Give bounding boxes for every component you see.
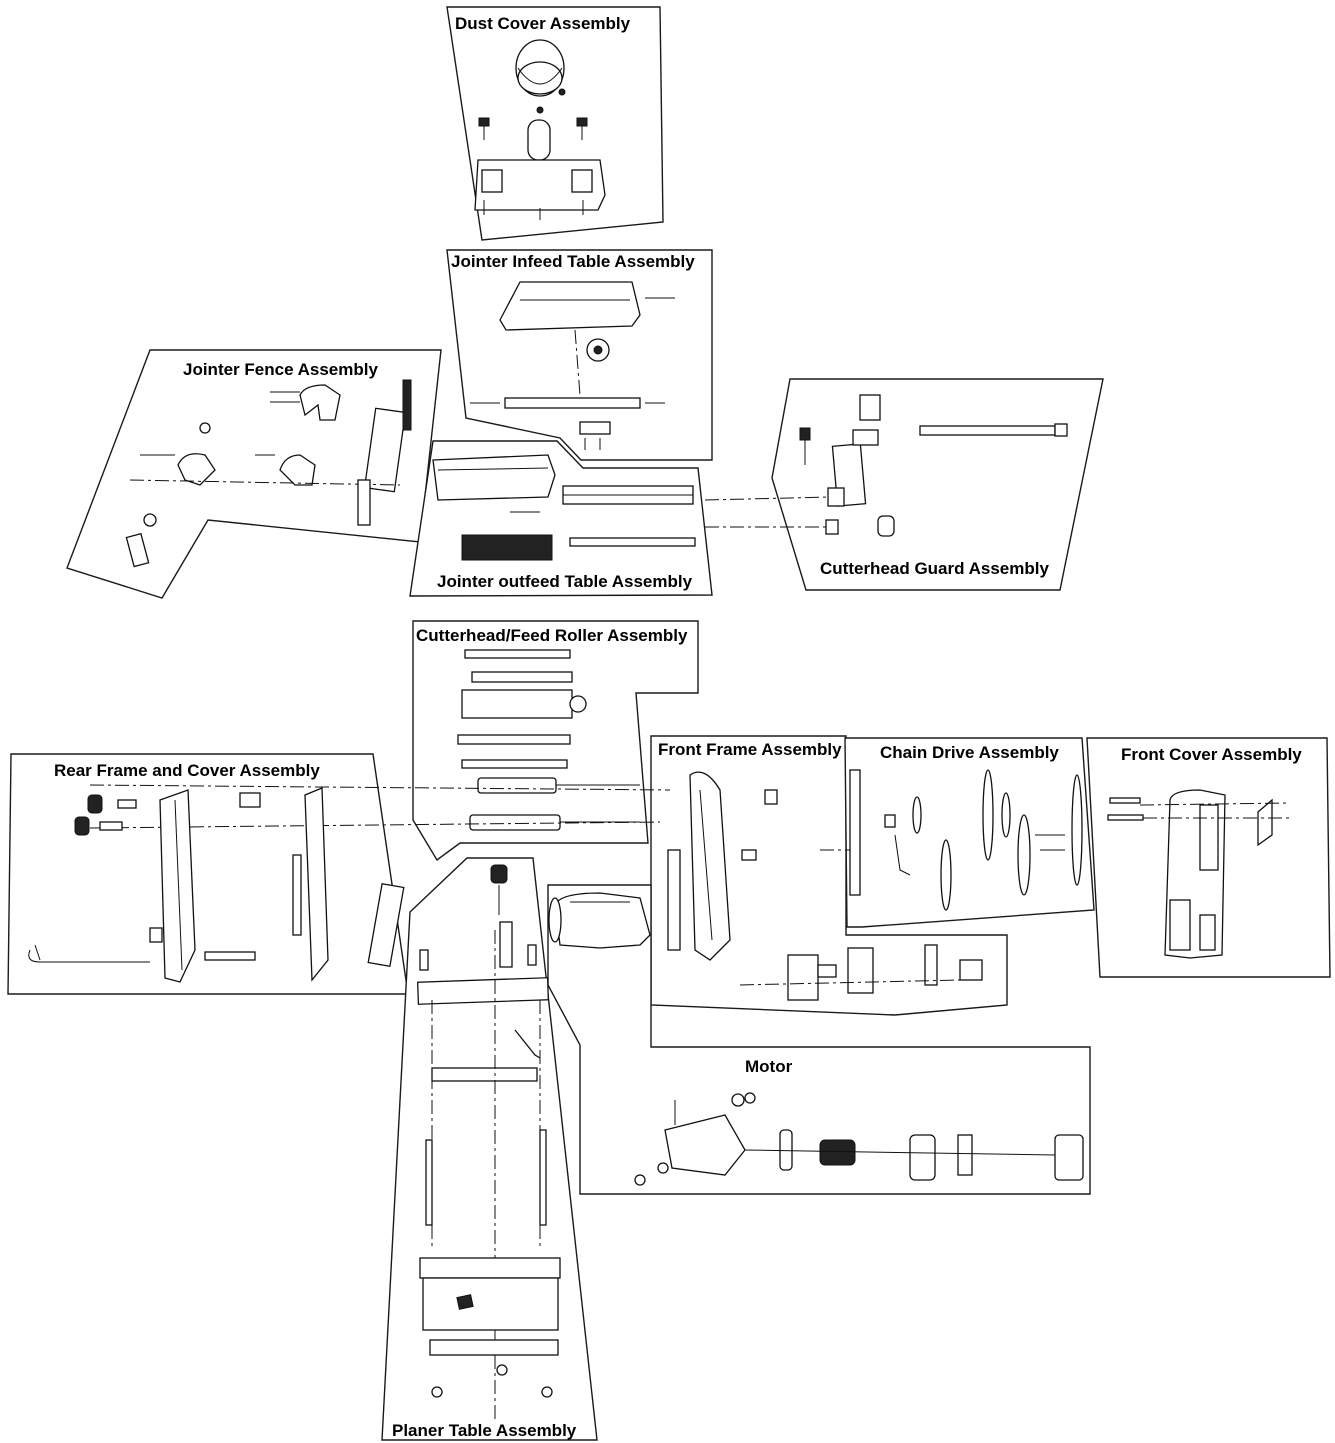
jointer-fence-parts [125, 379, 412, 568]
planer-table-assembly-label: Planer Table Assembly [392, 1421, 577, 1440]
dust-cover-parts [474, 39, 606, 220]
chain-drive-parts [849, 769, 1083, 911]
motor-parts [548, 892, 1084, 1186]
cutterhead-guard-assembly-label: Cutterhead Guard Assembly [820, 559, 1049, 578]
chain-drive-assembly-label: Chain Drive Assembly [880, 743, 1059, 762]
jointer-outfeed-parts [432, 454, 696, 561]
cutterhead-guard-parts [704, 394, 1068, 537]
motor-label: Motor [745, 1057, 793, 1076]
cutterhead-feed-roller-assembly-label: Cutterhead/Feed Roller Assembly [416, 626, 688, 645]
front-frame-assembly-label: Front Frame Assembly [658, 740, 842, 759]
chain-drive-panel [844, 737, 1095, 928]
front-cover-assembly-label: Front Cover Assembly [1121, 745, 1302, 764]
cutterhead-feed-roller-parts [89, 649, 671, 831]
motor-panel [547, 884, 1091, 1195]
planer-table-parts [416, 864, 561, 1420]
jointer-infeed-table-assembly-label: Jointer Infeed Table Assembly [451, 252, 695, 271]
rear-frame-parts [28, 787, 405, 983]
jointer-outfeed-table-assembly-label: Jointer outfeed Table Assembly [437, 572, 693, 591]
front-cover-parts [1107, 789, 1291, 959]
dust-cover-assembly-label: Dust Cover Assembly [455, 14, 631, 33]
jointer-fence-panel [66, 349, 442, 599]
front-frame-parts [667, 771, 983, 1001]
jointer-fence-assembly-label: Jointer Fence Assembly [183, 360, 378, 379]
rear-frame-and-cover-assembly-label: Rear Frame and Cover Assembly [54, 761, 320, 780]
jointer-infeed-parts [470, 281, 675, 450]
